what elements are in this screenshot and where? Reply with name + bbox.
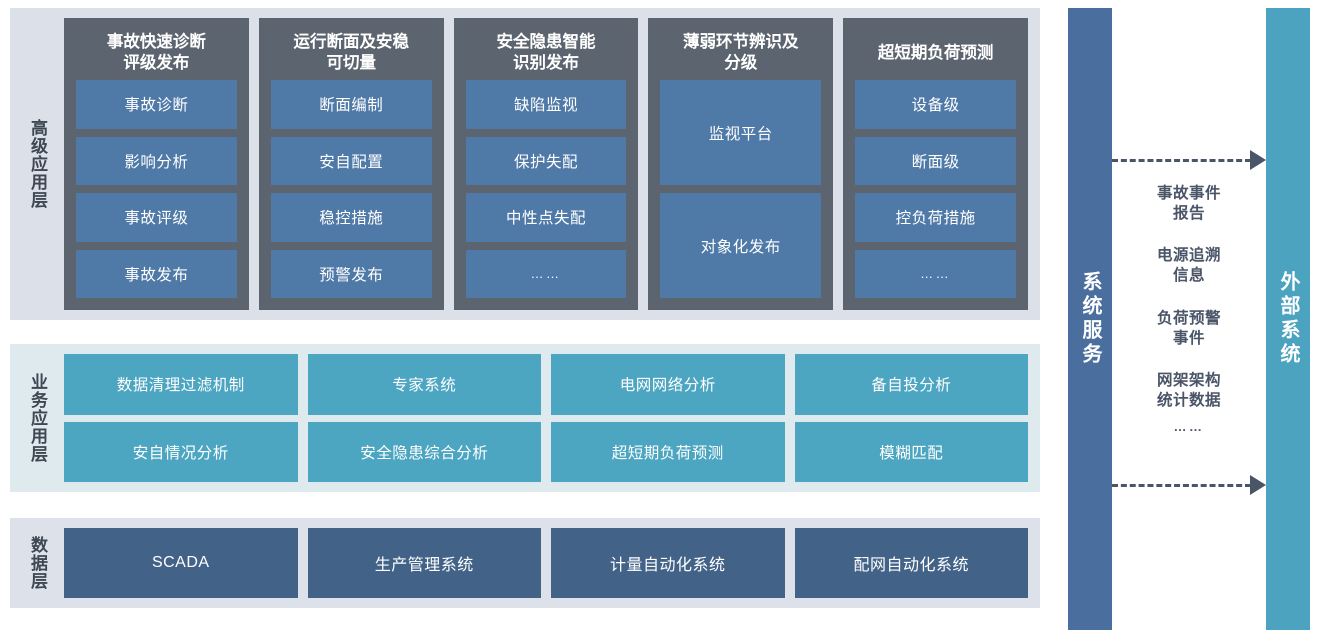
business-item[interactable]: 备自投分析 <box>794 354 1028 415</box>
layer-gap <box>10 320 1040 344</box>
business-items-grid: 数据清理过滤机制 专家系统 电网网络分析 备自投分析 安自情况分析 安全隐患综合… <box>64 344 1040 492</box>
business-item[interactable]: 模糊匹配 <box>794 421 1028 482</box>
advanced-item[interactable]: 监视平台 <box>660 80 822 185</box>
business-item[interactable]: 数据清理过滤机制 <box>64 354 298 415</box>
flow-label: 事故事件 报告 <box>1156 185 1221 223</box>
business-item[interactable]: 超短期负荷预测 <box>551 421 785 482</box>
advanced-item[interactable]: 影响分析 <box>76 136 237 185</box>
advanced-application-layer: 高级应用层 事故快速诊断 评级发布 事故诊断 影响分析 事故评级 事故发布 运行… <box>10 8 1040 320</box>
layer-label-business: 业务应用层 <box>28 373 48 463</box>
flow-region: 事故事件 报告 电源追溯 信息 负荷预警 事件 网架架构 统计数据 …… <box>1112 8 1266 630</box>
column-items: 缺陷监视 保护失配 中性点失配 …… <box>465 80 627 298</box>
system-service-label: 系统服务 <box>1079 271 1101 367</box>
advanced-item[interactable]: 中性点失配 <box>465 193 627 242</box>
flow-label: 负荷预警 事件 <box>1156 309 1221 347</box>
data-item[interactable]: 计量自动化系统 <box>551 528 785 598</box>
dash-line <box>1112 158 1251 162</box>
business-application-layer: 业务应用层 数据清理过滤机制 专家系统 电网网络分析 备自投分析 安自情况分析 … <box>10 344 1040 492</box>
column-title: 安全隐患智能 识别发布 <box>496 33 596 72</box>
advanced-item[interactable]: 断面级 <box>855 136 1016 185</box>
advanced-item[interactable]: 安自配置 <box>270 136 432 185</box>
advanced-item[interactable]: 控负荷措施 <box>855 193 1016 242</box>
advanced-item[interactable]: 预警发布 <box>270 249 432 298</box>
data-layer: 数据层 SCADA 生产管理系统 计量自动化系统 配网自动化系统 <box>10 518 1040 608</box>
integration-panel: 系统服务 事故事件 报告 电源追溯 信息 负荷预警 事件 网架架构 统计数据 …… <box>1040 0 1322 638</box>
advanced-item-more[interactable]: …… <box>855 249 1016 298</box>
business-item[interactable]: 安全隐患综合分析 <box>307 421 541 482</box>
advanced-item[interactable]: 事故评级 <box>76 193 237 242</box>
advanced-column-2[interactable]: 运行断面及安稳 可切量 断面编制 安自配置 稳控措施 预警发布 <box>258 18 444 310</box>
business-item[interactable]: 专家系统 <box>307 354 541 415</box>
data-item[interactable]: 配网自动化系统 <box>794 528 1028 598</box>
layer-gap <box>10 492 1040 518</box>
advanced-item[interactable]: 稳控措施 <box>270 193 432 242</box>
data-item[interactable]: SCADA <box>64 528 298 598</box>
column-items: 断面编制 安自配置 稳控措施 预警发布 <box>270 80 432 298</box>
flow-arrow-bottom <box>1112 475 1266 495</box>
flow-label: 电源追溯 信息 <box>1156 247 1221 285</box>
advanced-item[interactable]: 断面编制 <box>270 80 432 129</box>
dash-line <box>1112 483 1251 487</box>
advanced-item-more[interactable]: …… <box>465 249 627 298</box>
column-items: 监视平台 对象化发布 <box>660 80 822 298</box>
advanced-column-4[interactable]: 薄弱环节辨识及 分级 监视平台 对象化发布 <box>648 18 834 310</box>
column-title: 超短期负荷预测 <box>877 43 994 62</box>
data-items-row: SCADA 生产管理系统 计量自动化系统 配网自动化系统 <box>64 518 1040 608</box>
column-title: 薄弱环节辨识及 分级 <box>683 33 799 72</box>
flow-arrow-top <box>1112 150 1266 170</box>
data-item[interactable]: 生产管理系统 <box>307 528 541 598</box>
external-system-label: 外部系统 <box>1277 271 1299 367</box>
advanced-columns: 事故快速诊断 评级发布 事故诊断 影响分析 事故评级 事故发布 运行断面及安稳 … <box>64 8 1040 320</box>
flow-label-more: …… <box>1173 419 1205 435</box>
layer-label-data: 数据层 <box>28 536 48 590</box>
advanced-item[interactable]: 缺陷监视 <box>465 80 627 129</box>
column-title: 事故快速诊断 评级发布 <box>106 33 206 72</box>
business-item[interactable]: 电网网络分析 <box>551 354 785 415</box>
business-item[interactable]: 安自情况分析 <box>64 421 298 482</box>
flow-label-list: 事故事件 报告 电源追溯 信息 负荷预警 事件 网架架构 统计数据 …… <box>1112 184 1266 436</box>
external-system-bar[interactable]: 外部系统 <box>1266 8 1310 630</box>
system-service-bar[interactable]: 系统服务 <box>1068 8 1112 630</box>
arrow-head-icon <box>1250 150 1266 170</box>
advanced-item[interactable]: 事故诊断 <box>76 80 237 129</box>
advanced-item[interactable]: 事故发布 <box>76 249 237 298</box>
column-items: 事故诊断 影响分析 事故评级 事故发布 <box>76 80 237 298</box>
arrow-head-icon <box>1250 475 1266 495</box>
flow-label: 网架架构 统计数据 <box>1156 371 1221 409</box>
column-title: 运行断面及安稳 可切量 <box>293 33 409 72</box>
advanced-item[interactable]: 保护失配 <box>465 136 627 185</box>
advanced-item[interactable]: 对象化发布 <box>660 193 822 298</box>
advanced-column-1[interactable]: 事故快速诊断 评级发布 事故诊断 影响分析 事故评级 事故发布 <box>64 18 249 310</box>
layer-label-advanced: 高级应用层 <box>28 119 48 209</box>
advanced-item[interactable]: 设备级 <box>855 80 1016 129</box>
column-items: 设备级 断面级 控负荷措施 …… <box>855 80 1016 298</box>
layer-stack: 高级应用层 事故快速诊断 评级发布 事故诊断 影响分析 事故评级 事故发布 运行… <box>10 8 1040 608</box>
advanced-column-5[interactable]: 超短期负荷预测 设备级 断面级 控负荷措施 …… <box>843 18 1028 310</box>
advanced-column-3[interactable]: 安全隐患智能 识别发布 缺陷监视 保护失配 中性点失配 …… <box>453 18 639 310</box>
